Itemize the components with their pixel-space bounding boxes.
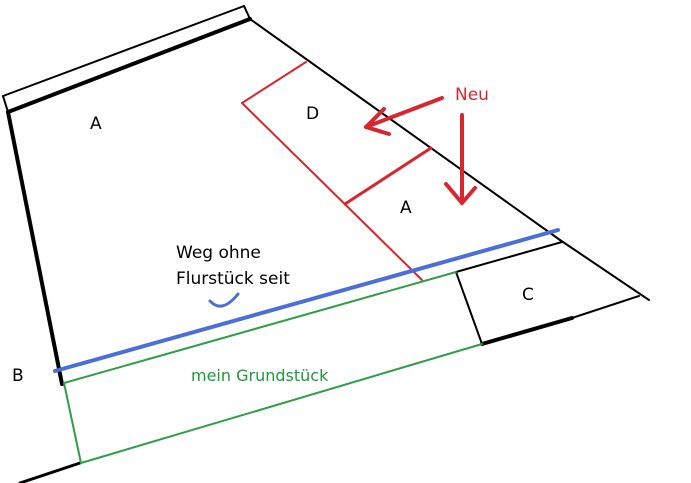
parcel-d-a-separator <box>343 146 433 206</box>
parcel-c-top <box>455 241 563 273</box>
top-left-corner <box>2 95 9 113</box>
left-boundary <box>6 110 64 386</box>
own-plot-top <box>63 271 457 384</box>
weg-label-line2: Flurstück seit <box>176 269 290 289</box>
top-border-corner <box>243 5 251 20</box>
parcel-c-bottom-right <box>571 295 640 319</box>
own-plot-left <box>63 382 82 464</box>
own-plot-label: mein Grundstück <box>191 366 329 385</box>
arrow-left-head <box>364 107 391 136</box>
neu-label: Neu <box>455 85 489 105</box>
own-plot-bottom <box>80 343 483 464</box>
parcel-c-left <box>455 271 483 345</box>
bottom-left-stub <box>18 461 82 483</box>
path-pointer-arrow <box>208 292 240 308</box>
right-lower-boundary <box>559 239 650 301</box>
parcel-d-label: D <box>306 104 320 124</box>
parcel-c-label: C <box>522 285 534 305</box>
parcel-c-bottom <box>480 316 574 346</box>
right-upper-boundary <box>249 18 561 241</box>
parcel-a-right-label: A <box>400 198 412 218</box>
top-border-inner <box>6 17 252 114</box>
weg-label-line1: Weg ohne <box>176 243 261 263</box>
arrow-left-shaft <box>364 96 444 129</box>
parcel-d-top-line <box>241 61 307 104</box>
parcel-b-label: B <box>12 366 24 386</box>
path-line <box>53 228 560 373</box>
parcel-a-left-label: A <box>90 114 102 134</box>
arrow-down-head <box>444 182 477 205</box>
new-division-line <box>241 102 423 281</box>
top-border-outer <box>2 5 245 97</box>
